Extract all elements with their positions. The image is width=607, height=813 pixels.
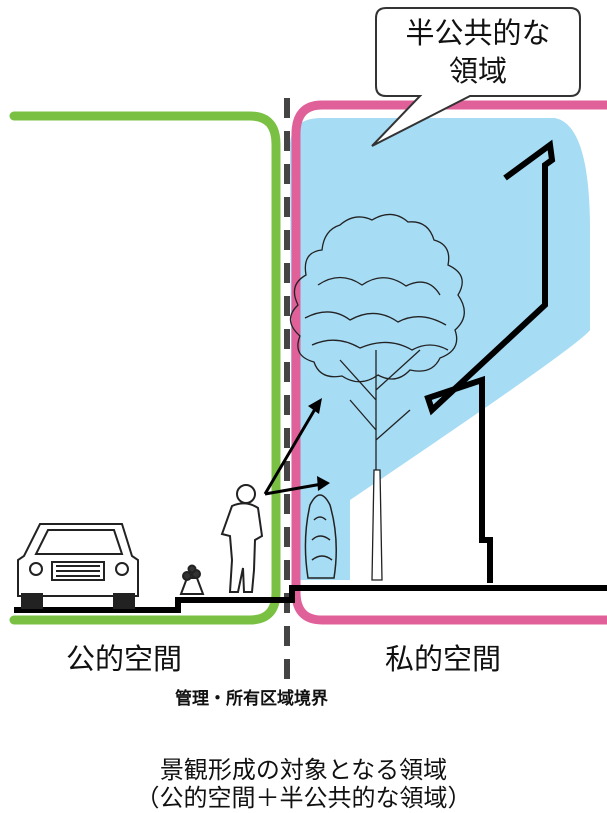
flower-pot-icon	[179, 564, 205, 595]
public-space-outline	[9, 111, 281, 625]
boundary-label: 管理・所有区域境界	[175, 689, 328, 709]
bubble-line-1: 半公共的な	[405, 16, 551, 50]
building-icon	[424, 139, 556, 583]
caption-line-2: （公的空間＋半公共的な領域）	[135, 784, 472, 812]
ground-line	[14, 585, 607, 613]
speech-bubble-icon	[371, 7, 581, 147]
pedestrian-icon	[220, 484, 264, 593]
private-space-label: 私的空間	[385, 642, 502, 676]
private-space-outline	[291, 100, 607, 625]
car-icon	[17, 523, 139, 609]
semi-public-area	[290, 118, 590, 580]
tree-icon	[289, 213, 465, 581]
semi-public-bubble-text: 半公共的な 領域	[380, 14, 576, 90]
sight-arrow-icon	[263, 398, 330, 496]
bubble-line-2: 領域	[448, 54, 507, 88]
public-space-label: 公的空間	[66, 642, 183, 676]
caption-line-1: 景観形成の対象となる領域	[159, 756, 448, 784]
shrub-icon	[304, 494, 337, 579]
